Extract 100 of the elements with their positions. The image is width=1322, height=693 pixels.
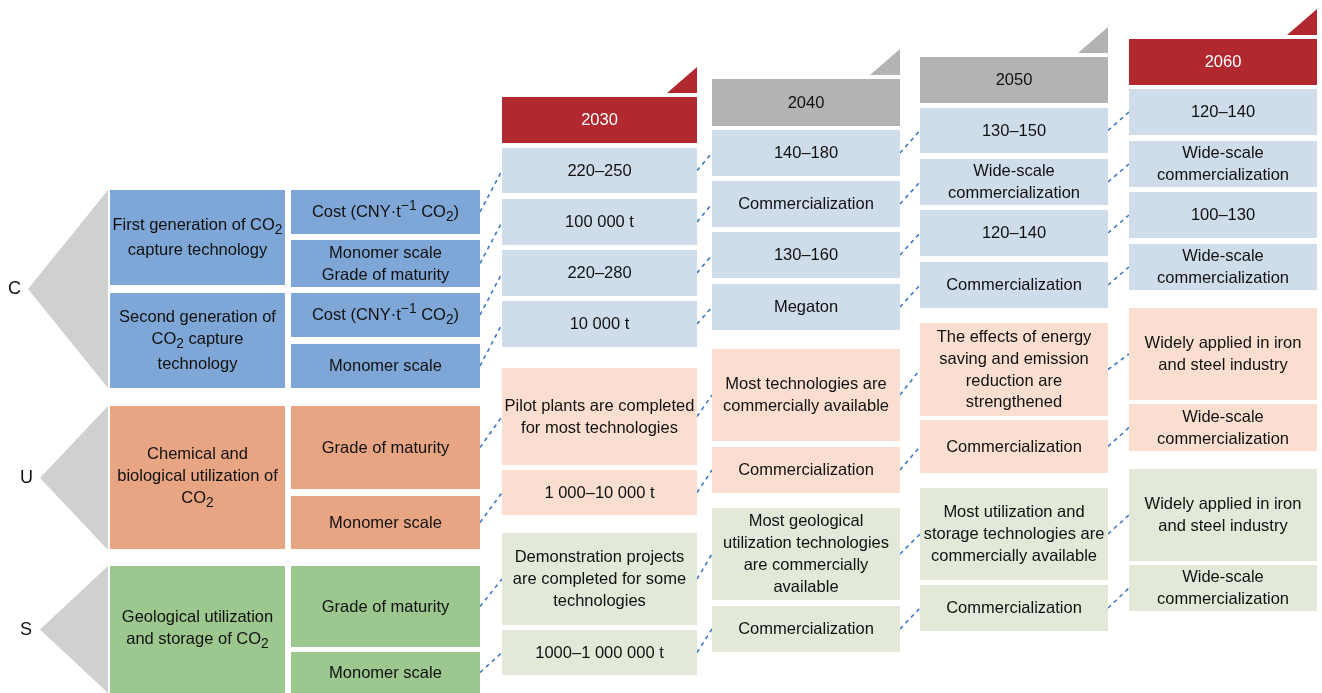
dashed-connector — [899, 181, 921, 205]
dashed-connector — [1107, 353, 1130, 371]
value-text: Pilot plants are completed for most technologies — [504, 394, 695, 438]
value-text: Most geological utilization technologies are commercially available — [722, 510, 890, 597]
value-text: 220–250 — [567, 159, 632, 181]
value-box — [1129, 192, 1317, 238]
value-box — [920, 262, 1108, 308]
dashed-connector — [479, 651, 503, 674]
dashed-connector — [1107, 514, 1130, 535]
value-text: Megaton — [773, 296, 839, 318]
indicator-box — [291, 344, 480, 388]
dashed-connector — [696, 394, 713, 418]
category-label: Chemical and biological utilization of CO$_{2}$ — [116, 442, 279, 512]
value-box — [712, 606, 900, 652]
value-text: Widely applied in iron and steel industry — [1143, 332, 1303, 375]
dashed-connector — [696, 254, 713, 274]
value-text: 1000–1 000 000 t — [535, 641, 664, 663]
indicator-label: Monomer scale — [329, 661, 442, 683]
category-label: Second generation of CO$_{2}$ capture technology — [118, 305, 277, 375]
value-text: Commercialization — [738, 193, 874, 215]
dashed-connector — [696, 306, 713, 325]
indicator-box — [291, 190, 480, 234]
dashed-connector — [696, 553, 713, 580]
value-box — [920, 488, 1108, 580]
dashed-connector — [899, 232, 921, 256]
indicator-box — [291, 240, 480, 287]
group-letter: S — [20, 618, 32, 640]
year-label: 2050 — [995, 69, 1033, 91]
dashed-connector — [696, 152, 713, 172]
year-header — [712, 79, 900, 126]
value-text: Widely applied in iron and steel industry — [1143, 493, 1303, 536]
value-box — [502, 470, 697, 515]
value-box — [712, 508, 900, 600]
year-header — [920, 57, 1108, 103]
value-box — [502, 199, 697, 245]
value-text: Commercialization — [946, 435, 1082, 457]
value-text: 1 000–10 000 t — [544, 481, 655, 503]
value-box — [920, 159, 1108, 205]
value-text: Wide-scale commercialization — [1155, 566, 1290, 609]
dashed-connector — [1107, 163, 1130, 183]
value-text: Commercialization — [738, 459, 874, 481]
value-text: Commercialization — [738, 618, 874, 640]
dashed-connector — [1107, 214, 1130, 234]
dashed-connector — [479, 578, 503, 608]
dashed-connector — [696, 203, 713, 223]
value-text: The effects of energy saving and emission reduction are strengthened — [935, 325, 1093, 413]
value-box — [502, 301, 697, 347]
dashed-connector — [1107, 266, 1130, 286]
indicator-label: Monomer scale — [329, 355, 442, 377]
value-box — [502, 533, 697, 625]
dashed-connector — [479, 415, 503, 449]
value-text: Wide-scale commercialization — [1155, 142, 1290, 185]
dashed-connector — [899, 607, 921, 630]
value-box — [502, 148, 697, 193]
value-box — [1129, 244, 1317, 290]
dashed-connector — [1107, 426, 1130, 448]
value-text: Most utilization and storage technologies are commercially available — [922, 501, 1106, 566]
value-box — [712, 232, 900, 278]
indicator-label: Grade of maturity — [321, 263, 450, 285]
value-box — [1129, 565, 1317, 611]
dashed-connector — [1107, 587, 1130, 609]
category-box — [110, 190, 285, 285]
indicator-box — [291, 496, 480, 549]
indicator-label: Cost (CNY·t$^{−1}$ CO$_{2}$) — [311, 197, 460, 227]
value-text: 120–140 — [1190, 101, 1256, 123]
indicator-box — [291, 406, 480, 489]
value-box — [712, 130, 900, 176]
year-label: 2030 — [581, 109, 618, 131]
value-text: 130–150 — [981, 119, 1047, 141]
value-box — [1129, 308, 1317, 400]
value-text: Commercialization — [946, 597, 1082, 619]
year-label: 2060 — [1204, 51, 1242, 73]
value-box — [920, 210, 1108, 256]
value-box — [502, 630, 697, 675]
value-text: 100–130 — [1190, 204, 1256, 226]
indicator-label: Grade of maturity — [321, 436, 450, 458]
group-letter: C — [8, 278, 21, 299]
category-label: First generation of CO$_{2}$ capture technology — [112, 213, 283, 261]
value-box — [712, 284, 900, 330]
value-box — [920, 420, 1108, 473]
value-text: Demonstration projects are completed for some technologies — [511, 546, 688, 611]
value-box — [920, 585, 1108, 631]
indicator-label: Monomer scale — [329, 241, 442, 263]
dashed-connector — [696, 469, 713, 494]
value-text: Commercialization — [946, 274, 1082, 296]
category-box — [110, 293, 285, 388]
indicator-box — [291, 293, 480, 337]
value-text: Wide-scale commercialization — [946, 160, 1081, 203]
value-text: Most technologies are commercially available — [722, 373, 890, 416]
value-box — [502, 368, 697, 465]
value-box — [920, 108, 1108, 153]
indicator-label: Grade of maturity — [321, 595, 450, 617]
indicator-label: Monomer scale — [329, 511, 442, 533]
dashed-connector — [696, 628, 713, 654]
group-letter: U — [20, 467, 33, 488]
year-label: 2040 — [787, 91, 825, 113]
value-box — [1129, 89, 1317, 135]
value-box — [1129, 469, 1317, 561]
dashed-connector — [899, 284, 921, 308]
value-text: 100 000 t — [565, 211, 634, 233]
